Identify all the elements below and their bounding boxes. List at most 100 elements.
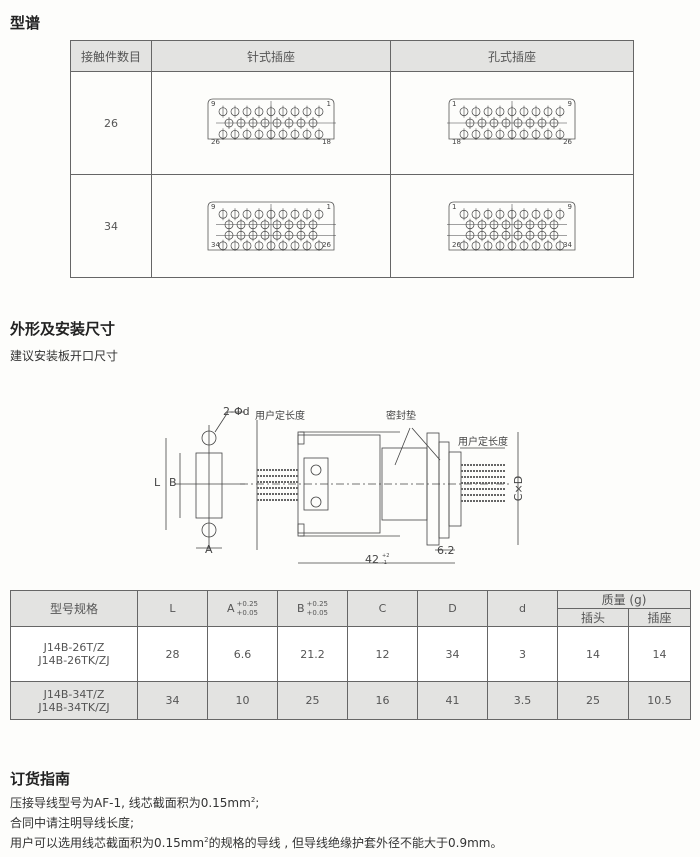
cell-B: 25 [277,681,348,720]
pin-number-label: 9 [211,203,216,211]
contact-hole-icon [266,105,276,118]
header-A-label: A [227,601,235,615]
header-L: L [137,590,208,627]
contact-hole-icon [230,128,240,140]
dim-B: B [169,476,177,489]
contact-hole-icon [314,208,324,221]
spec-table: 型号规格 L A+0.25+0.05 B+0.25+0.05 C D d 质量 … [10,590,691,720]
pin-number-label: 1 [452,203,457,211]
contact-hole-icon [290,105,300,118]
contact-hole-icon [531,105,541,118]
model-name: J14B-34T/Z [43,687,105,701]
user-length-label: 用户定长度 [255,411,305,422]
contact-hole-icon [218,128,228,140]
contact-hole-icon [302,105,312,118]
contact-hole-icon [555,239,565,251]
cell-D: 41 [417,681,488,720]
contact-hole-icon [483,239,493,251]
pin-number-label: 26 [322,241,331,249]
pin-number-label: 26 [563,138,572,146]
seal-label: 密封垫 [386,411,416,422]
contact-hole-icon [218,239,228,251]
contact-hole-icon [459,128,469,140]
cell-d: 3 [487,626,558,682]
contact-hole-icon [531,239,541,251]
contact-hole-icon [519,105,529,118]
contact-hole-icon [302,239,312,251]
contact-hole-icon [459,105,469,118]
pin-number-label: 1 [326,203,331,211]
pin-number-label: 34 [211,241,220,249]
user-length-label-2: 用户定长度 [458,437,508,448]
note-line-2: 合同中请注明导线长度; [10,816,135,830]
pin-number-label: 1 [326,100,331,108]
contact-hole-icon [459,239,469,251]
contact-hole-icon [507,239,517,251]
superscript: 2 [250,796,256,804]
contact-hole-icon [314,128,324,140]
contact-hole-icon [543,105,553,118]
header-count: 接触件数目 [70,40,152,72]
contact-hole-icon [495,128,505,140]
contact-hole-icon [495,208,505,221]
pin-number-label: 1 [452,100,457,108]
contact-hole-icon [230,105,240,118]
contact-hole-icon [495,105,505,118]
dim-42: 42 [365,553,379,566]
cell-socket: 14 [628,626,691,682]
pin-number-label: 9 [567,203,572,211]
contact-hole-icon [290,208,300,221]
contact-hole-icon [230,208,240,221]
cell-A: 10 [207,681,278,720]
contact-hole-icon [507,105,517,118]
header-socket-mass: 插座 [628,608,691,627]
contact-hole-icon [230,239,240,251]
model-name: J14B-26T/Z [43,641,105,654]
note-text: 压接导线型号为AF-1, 线芯截面积为0.15mm [10,796,251,810]
cell-A: 6.6 [207,626,278,682]
hole-label: 2-Φd [223,405,250,418]
header-pin: 针式插座 [151,40,391,72]
cell-C: 16 [347,681,418,720]
contact-hole-icon [483,128,493,140]
contact-hole-icon [459,208,469,221]
cell-C: 12 [347,626,418,682]
header-C: C [347,590,418,627]
count-cell: 26 [70,71,152,175]
contact-hole-icon [543,128,553,140]
contact-hole-icon [266,128,276,140]
contact-hole-icon [314,105,324,118]
pin-number-label: 18 [322,138,331,146]
contact-hole-icon [471,128,481,140]
contact-hole-icon [519,128,529,140]
contact-hole-icon [218,105,228,118]
section-title-dimensions: 外形及安装尺寸 [10,320,116,338]
header-B-label: B [297,601,305,615]
pin-number-label: 34 [563,241,572,249]
contact-hole-icon [254,239,264,251]
header-d: d [487,590,558,627]
contact-hole-icon [278,105,288,118]
tol-down: +0.05 [236,608,258,617]
note-line-3: 用户可以选用线芯截面积为0.15mm2的规格的导线 , 但导线绝缘护套外径不能大… [10,834,503,851]
cell-L: 34 [137,681,208,720]
superscript: 2 [204,836,209,844]
contact-hole-icon [507,128,517,140]
note-line-1: 压接导线型号为AF-1, 线芯截面积为0.15mm2; [10,794,259,811]
contact-hole-icon [471,239,481,251]
header-A: A+0.25+0.05 [207,590,278,627]
dim-CxD: C×D [512,475,526,502]
header-B: B+0.25+0.05 [277,590,348,627]
contact-hole-icon [314,239,324,251]
tol-up: +0.25 [236,599,258,608]
header-socket: 孔式插座 [390,40,634,72]
contact-hole-icon [555,208,565,221]
contact-hole-icon [242,105,252,118]
contact-hole-icon [543,239,553,251]
